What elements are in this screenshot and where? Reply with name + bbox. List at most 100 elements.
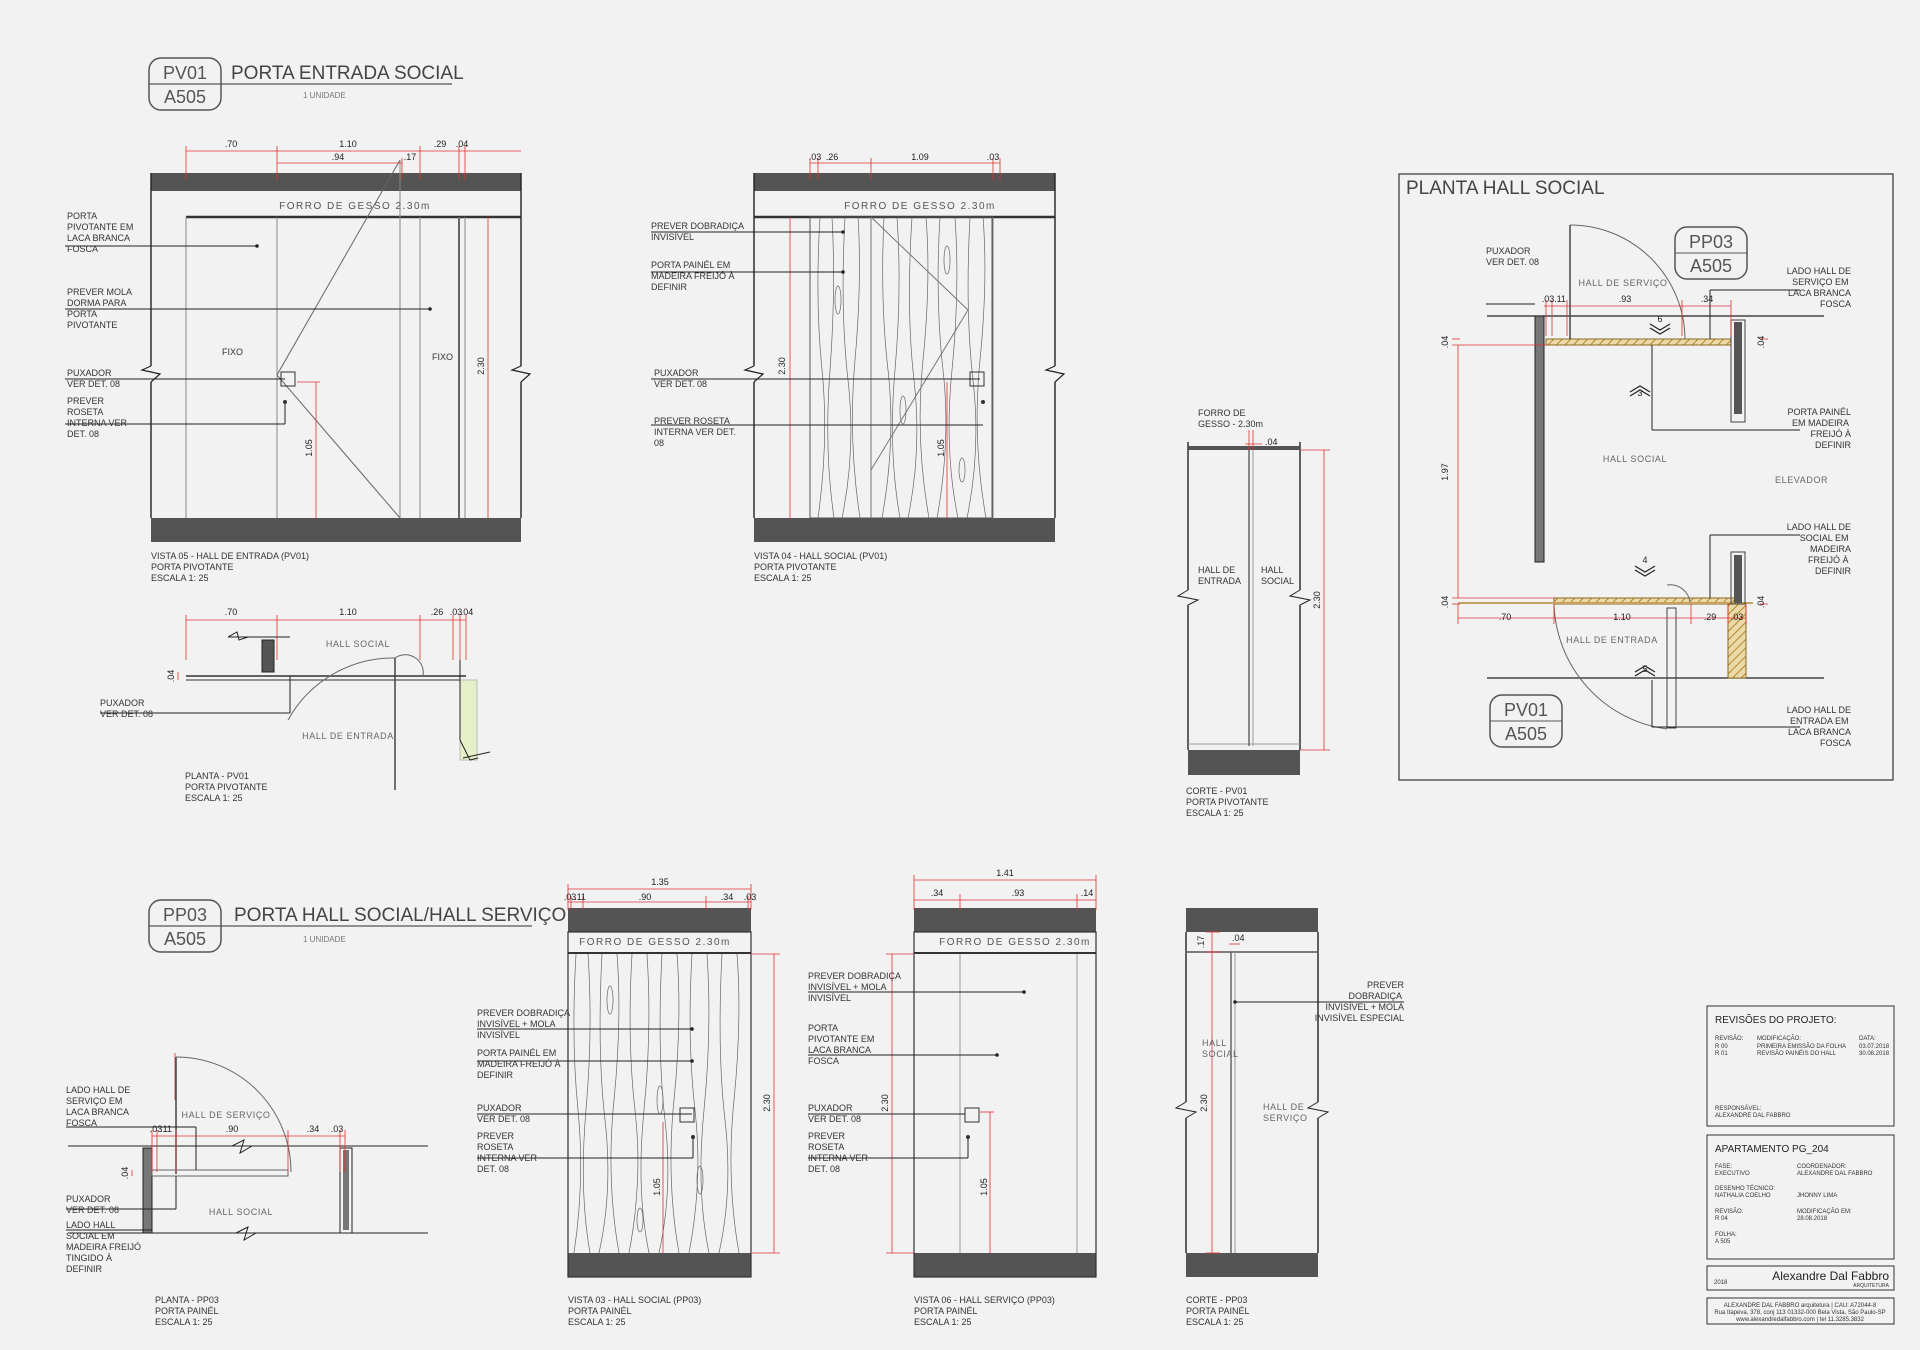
planta-hall-pp03-code: PP03: [1689, 232, 1733, 252]
tb-rev-r0c2: 03.07.2018: [1859, 1044, 1890, 1050]
vista06-forro: FORRO DE GESSO 2.30m: [939, 937, 1091, 948]
vista05-fixo-left: FIXO: [222, 347, 243, 357]
planta-hall-mark-5: 5: [1642, 664, 1647, 674]
planta-hall-hall-entrada: HALL DE ENTRADA: [1566, 635, 1658, 645]
vista04-dim-height: 2.30: [777, 357, 787, 375]
tb-resp-label: RESPONSÁVEL:: [1715, 1105, 1762, 1112]
pv01-sheet: A505: [164, 87, 206, 107]
tb-rev-r1c0: R 01: [1715, 1051, 1728, 1057]
vista03-dim-height: 2.30: [762, 1094, 772, 1112]
vista03-dim-total: 1.35: [651, 877, 669, 887]
tb-modif-label: MODIFICAÇÃO EM:: [1797, 1208, 1852, 1215]
tb-footer-0: ALEXANDRE DAL FABBRO arquitetura | CAU: …: [1724, 1303, 1877, 1309]
corte-pp03-dim-height: 2.30: [1199, 1094, 1209, 1112]
vista03-dim-0: .03: [564, 892, 577, 902]
planta-hall-dim-bot-1: 1.10: [1613, 612, 1631, 622]
planta-hall-dim-top-3: .34: [1701, 294, 1714, 304]
tb-desenho-1: NATHALIA COELHO: [1715, 1193, 1771, 1199]
planta-hall-dim-bot-3: .03: [1731, 612, 1744, 622]
vista05-dim-2: .94: [332, 152, 345, 162]
section-header-pp03: PP03 A505 PORTA HALL SOCIAL/HALL SERVIÇO…: [148, 899, 566, 953]
planta-pv01-dim-0: .70: [225, 607, 238, 617]
planta-hall-social: PLANTA HALL SOCIAL PP03 A505 PV01 A505: [1398, 173, 1894, 781]
tb-coord-label: COORDENADOR:: [1797, 1164, 1847, 1170]
planta-hall-hall-servico: HALL DE SERVIÇO: [1578, 278, 1667, 288]
planta-hall-pv01-code: PV01: [1504, 700, 1548, 720]
tb-brand: Alexandre Dal Fabbro: [1772, 1269, 1889, 1283]
vista06-dim-height: 2.30: [880, 1094, 890, 1112]
planta-hall-dim-wall-3: .04: [1756, 336, 1766, 349]
planta-pv01-dim-2: .26: [431, 607, 444, 617]
planta-pv01-dim-side: .04: [166, 670, 176, 683]
planta-hall-dim-left: 1.97: [1440, 463, 1450, 481]
planta-hall-dim-top-0: .03: [1542, 294, 1555, 304]
tb-desenho-label: DESENHO TÉCNICO:: [1715, 1185, 1775, 1192]
vista04-dim-2: 1.09: [911, 152, 929, 162]
tb-coord: ALEXANDRE DAL FABBRO: [1797, 1171, 1873, 1177]
vista04-dim-3: .03: [987, 152, 1000, 162]
section-header-pv01: PV01 A505 PORTA ENTRADA SOCIAL 1 UNIDADE: [148, 57, 464, 111]
vista04-caption: VISTA 04 - HALL SOCIAL (PV01)PORTA PIVOT…: [754, 551, 887, 583]
tb-resp: ALEXANDRE DAL FABBRO: [1715, 1113, 1791, 1119]
planta-hall-dim-bot-2: .29: [1704, 612, 1717, 622]
title-block: REVISÕES DO PROJETO: REVISÃO: MODIFICAÇÃ…: [1706, 1005, 1895, 1325]
tb-rev-h2: DATA:: [1859, 1036, 1876, 1042]
pp03-sheet: A505: [164, 929, 206, 949]
corte-pp03-dim-b: .04: [1232, 933, 1245, 943]
corte-pv01-dim-top: .04: [1265, 437, 1278, 447]
vista05-dim-1: 1.10: [339, 139, 357, 149]
tb-rev-title: REVISÕES DO PROJETO:: [1715, 1013, 1837, 1026]
tb-folha-label: FOLHA:: [1715, 1232, 1737, 1238]
planta-pp03-plan: .03 .11 .90 .34 .03 .04 HALL DE SERVIÇO …: [66, 1053, 428, 1327]
vista03-dim-1: .11: [574, 892, 586, 902]
planta-hall-mark-3: 3: [1637, 388, 1642, 398]
planta-pp03-dim-2: .90: [226, 1124, 239, 1134]
vista05-dim-3: .17: [404, 152, 417, 162]
vista06-dim-handle: 1.05: [979, 1178, 989, 1196]
pv01-code: PV01: [163, 63, 207, 83]
planta-hall-dim-wall-2: .04: [1440, 596, 1450, 609]
planta-hall-dim-bot-0: .70: [1499, 612, 1512, 622]
corte-pv01-dim-height: 2.30: [1312, 591, 1322, 609]
vista-05-elevation: FORRO DE GESSO 2.30m FIXO FIXO .70 1.10 …: [65, 139, 532, 583]
planta-pv01-dim-1: 1.10: [339, 607, 357, 617]
vista05-fixo-right: FIXO: [432, 352, 453, 362]
tb-desenho-2: JHONNY LIMA: [1797, 1193, 1837, 1199]
planta-hall-mark-6: 6: [1657, 314, 1662, 324]
tb-modif: 28.08.2018: [1797, 1216, 1828, 1222]
planta-pv01-dim-3: .03: [450, 607, 463, 617]
vista06-dim-0: .34: [931, 888, 944, 898]
planta-pp03-dim-0: .03: [150, 1124, 163, 1134]
corte-pp03-dim-a: .17: [1196, 936, 1206, 949]
planta-pp03-dim-side: .04: [120, 1167, 130, 1180]
pv01-title: PORTA ENTRADA SOCIAL: [231, 63, 464, 84]
planta-pv01-dim-4: .04: [461, 607, 474, 617]
planta-pp03-hall-servico: HALL DE SERVIÇO: [181, 1110, 270, 1120]
planta-hall-title: PLANTA HALL SOCIAL: [1406, 178, 1605, 199]
tb-rev-h1: MODIFICAÇÃO:: [1757, 1035, 1801, 1042]
